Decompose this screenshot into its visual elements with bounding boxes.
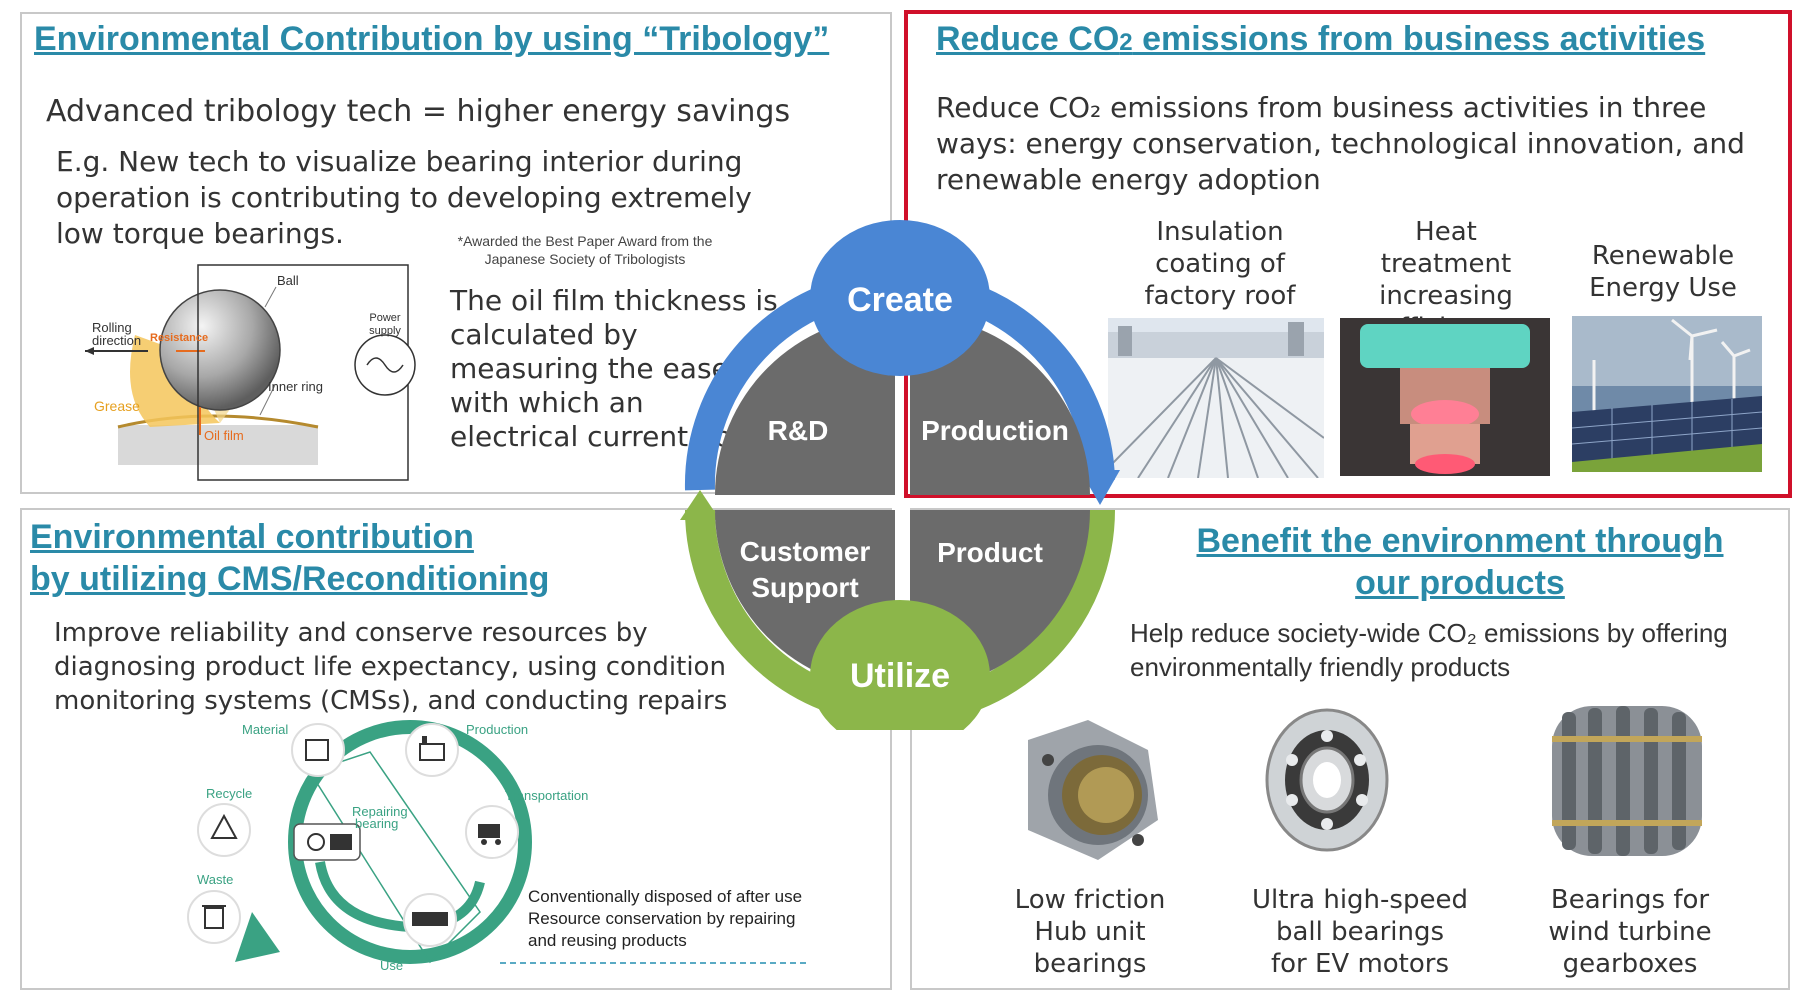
co2-title-pre: Reduce CO xyxy=(936,20,1120,58)
caption-roof: Insulation coating of factory roof xyxy=(1144,217,1296,311)
support-line: Support xyxy=(751,572,859,603)
label-power: Power xyxy=(369,312,401,324)
trash-icon xyxy=(187,890,241,944)
note-line3: and reusing products xyxy=(528,931,687,950)
label-repairing: Repairing xyxy=(352,804,408,819)
cms-body: Improve reliability and conserve resourc… xyxy=(54,618,728,716)
customer-line: Customer xyxy=(739,536,871,567)
label-grease: Grease xyxy=(94,398,140,414)
dashed-divider xyxy=(500,962,806,964)
wind-line3: gearboxes xyxy=(1562,949,1698,979)
co2-title-sub: 2 xyxy=(1119,29,1133,56)
label-resistance: Resistance xyxy=(150,332,208,344)
ball-shape xyxy=(159,289,281,411)
product-label: Product xyxy=(937,537,1043,568)
repair-icon xyxy=(293,823,361,861)
ball-bearing-icon xyxy=(1265,708,1389,852)
cms-title-line2: by utilizing CMS/Reconditioning xyxy=(30,560,550,598)
heat-treatment-photo xyxy=(1340,318,1550,476)
tribology-subtitle: Advanced tribology tech = higher energy … xyxy=(46,94,791,129)
label-inner-ring: Inner ring xyxy=(268,379,323,394)
label-use: Use xyxy=(380,958,403,973)
roller-bearing-photo xyxy=(1532,696,1718,866)
hub-line1: Low friction xyxy=(1014,885,1166,915)
solar-wind-icon xyxy=(1572,316,1762,472)
utilize-circle xyxy=(810,600,990,730)
hub-line2: Hub unit xyxy=(1034,917,1146,947)
ball-line2: ball bearings xyxy=(1275,917,1445,947)
label-bearing: bearing xyxy=(355,816,398,831)
products-body: Help reduce society-wide CO₂ emissions b… xyxy=(1130,618,1728,682)
cms-title-line1: Environmental contribution xyxy=(30,518,474,556)
production-label: Production xyxy=(921,415,1069,446)
label-direction: direction xyxy=(92,333,141,348)
solar-wind-photo xyxy=(1572,316,1762,472)
label-material: Material xyxy=(242,722,288,737)
award-line-1: *Awarded the Best Paper Award from the xyxy=(457,233,713,249)
factory-roof-photo xyxy=(1108,318,1324,478)
product-caption-wind: Bearings for wind turbine gearboxes xyxy=(1520,884,1740,980)
production-icon xyxy=(405,723,459,777)
blue-arrow-icon xyxy=(1080,470,1120,505)
co2-title: Reduce CO2 emissions from business activ… xyxy=(936,18,1705,64)
co2-body: Reduce CO₂ emissions from business activ… xyxy=(936,91,1745,196)
products-title-line1: Benefit the environment through xyxy=(1196,522,1724,560)
ball-bearing-photo xyxy=(1222,700,1412,870)
award-note: *Awarded the Best Paper Award from the J… xyxy=(420,232,750,268)
material-icon xyxy=(291,723,345,777)
recycle-icon xyxy=(197,803,251,857)
tribology-body: E.g. New tech to visualize bearing inter… xyxy=(56,145,752,250)
label-transportation: Transportation xyxy=(505,788,588,803)
label-oil-film: Oil film xyxy=(204,428,244,443)
value-cycle-diagram xyxy=(680,220,1120,730)
label-recycle: Recycle xyxy=(206,786,252,801)
use-train-icon xyxy=(403,893,457,947)
label-waste: Waste xyxy=(197,872,233,887)
roof-icon xyxy=(1108,318,1324,478)
inner-ring-shape xyxy=(118,425,318,465)
wind-line2: wind turbine xyxy=(1548,917,1712,947)
lifecycle-note: Conventionally disposed of after use Res… xyxy=(528,886,858,952)
quadrant-production xyxy=(910,315,1090,495)
customer-support-label: Customer Support xyxy=(725,534,885,606)
label-production: Production xyxy=(466,722,528,737)
bearing-diagram: Ball Rolling direction Resistance Grease… xyxy=(85,264,416,481)
tribology-title: Environmental Contribution by using “Tri… xyxy=(34,20,830,58)
utilize-label: Utilize xyxy=(849,657,951,695)
lifecycle-diagram: Material Production Transportation Use W… xyxy=(187,720,588,973)
caption-renewable: Renewable Energy Use xyxy=(1589,241,1737,303)
ball-line1: Ultra high-speed xyxy=(1252,885,1468,915)
heat-coil-icon xyxy=(1340,318,1550,476)
create-circle xyxy=(810,220,990,376)
award-line-2: Japanese Society of Tribologists xyxy=(484,251,686,267)
co2-title-post: emissions from business activities xyxy=(1132,20,1706,58)
cms-title: Environmental contribution by utilizing … xyxy=(30,516,549,600)
product-caption-ball: Ultra high-speed ball bearings for EV mo… xyxy=(1220,884,1500,980)
note-line1: Conventionally disposed of after use xyxy=(528,887,803,906)
transport-icon xyxy=(465,805,519,859)
label-ball: Ball xyxy=(277,273,299,288)
products-title-line2: our products xyxy=(1355,564,1565,602)
ball-line3: for EV motors xyxy=(1270,949,1450,979)
hub-bearing-icon xyxy=(1028,720,1158,860)
hub-line3: bearings xyxy=(1033,949,1147,979)
note-line2: Resource conservation by repairing xyxy=(528,909,796,928)
roller-bearing-icon xyxy=(1552,706,1702,856)
label-supply: supply xyxy=(369,325,401,337)
products-title: Benefit the environment through our prod… xyxy=(1170,520,1750,604)
create-label: Create xyxy=(847,281,953,319)
label-rolling: Rolling xyxy=(92,320,132,335)
wind-line1: Bearings for xyxy=(1550,885,1710,915)
product-caption-hub: Low friction Hub unit bearings xyxy=(980,884,1200,980)
green-arrow-icon xyxy=(680,490,720,520)
recycle-arrow-icon xyxy=(235,912,280,962)
hub-unit-bearing-photo xyxy=(998,700,1178,870)
oil-film-text: The oil film thickness is calculated by … xyxy=(450,284,779,453)
rnd-label: R&D xyxy=(767,415,829,446)
